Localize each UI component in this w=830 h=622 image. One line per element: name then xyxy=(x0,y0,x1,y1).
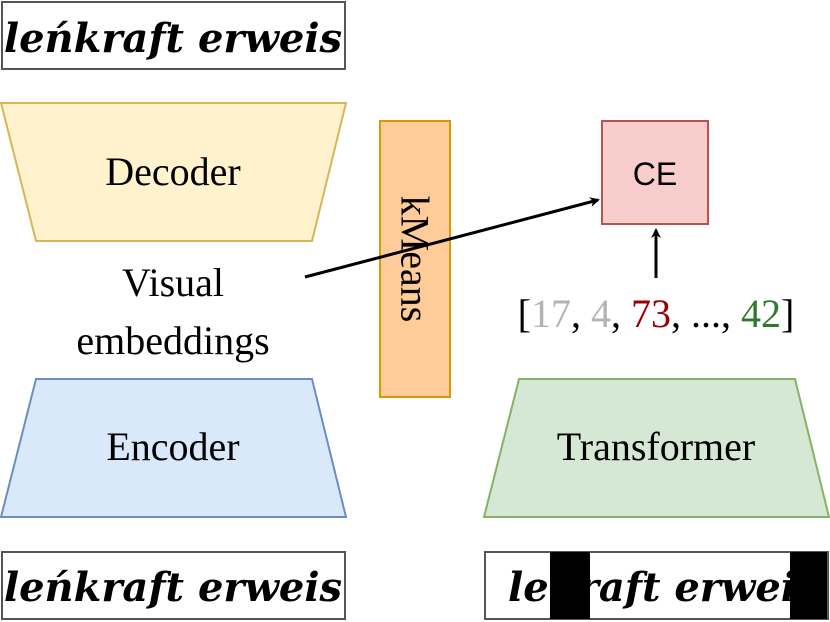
transformer-shape xyxy=(482,378,830,518)
token-masked-1: 17 xyxy=(531,291,571,336)
transformer-block: Transformer xyxy=(482,378,830,518)
visual-embeddings-line2: embeddings xyxy=(76,318,269,363)
visual-embeddings-line1: Visual xyxy=(122,260,224,305)
decoder-block: Decoder xyxy=(0,102,348,242)
bottom-left-line-image-text: leńkraft erweis xyxy=(4,564,342,611)
token-separator-3: , ..., xyxy=(671,291,741,336)
kmeans-label: kMeans xyxy=(393,196,438,323)
kmeans-block: kMeans xyxy=(379,120,451,398)
token-masked-2: 4 xyxy=(591,291,611,336)
token-wrong: 73 xyxy=(631,291,671,336)
token-close-bracket: ] xyxy=(781,291,794,336)
transformer-label: Transformer xyxy=(557,424,756,469)
bottom-left-line-image: leńkraft erweis xyxy=(1,551,346,620)
ce-shape xyxy=(601,120,709,225)
encoder-label: Encoder xyxy=(106,424,239,469)
top-line-image-text: leńkraft erweis xyxy=(4,15,342,62)
ce-label: CE xyxy=(633,156,677,192)
mask-block-1 xyxy=(550,552,590,619)
top-line-image: leńkraft erweis xyxy=(1,1,346,70)
mask-block-2 xyxy=(790,552,827,619)
encoder-block: Encoder xyxy=(0,378,348,518)
token-separator-1: , xyxy=(571,291,591,336)
encoder-shape xyxy=(0,378,348,518)
token-separator-2: , xyxy=(611,291,631,336)
visual-embeddings-label: Visual embeddings xyxy=(76,260,269,363)
ce-block: CE xyxy=(601,120,709,225)
decoder-shape xyxy=(0,102,348,242)
embeddings-to-ce-arrow xyxy=(304,197,600,279)
token-sequence: [17, 4, 73, ..., 42] xyxy=(518,291,795,336)
token-open-bracket: [ xyxy=(518,291,531,336)
decoder-label: Decoder xyxy=(105,149,240,194)
bottom-right-line-image: leńraft erwei xyxy=(484,551,829,620)
kmeans-shape xyxy=(379,120,451,398)
token-correct: 42 xyxy=(741,291,781,336)
